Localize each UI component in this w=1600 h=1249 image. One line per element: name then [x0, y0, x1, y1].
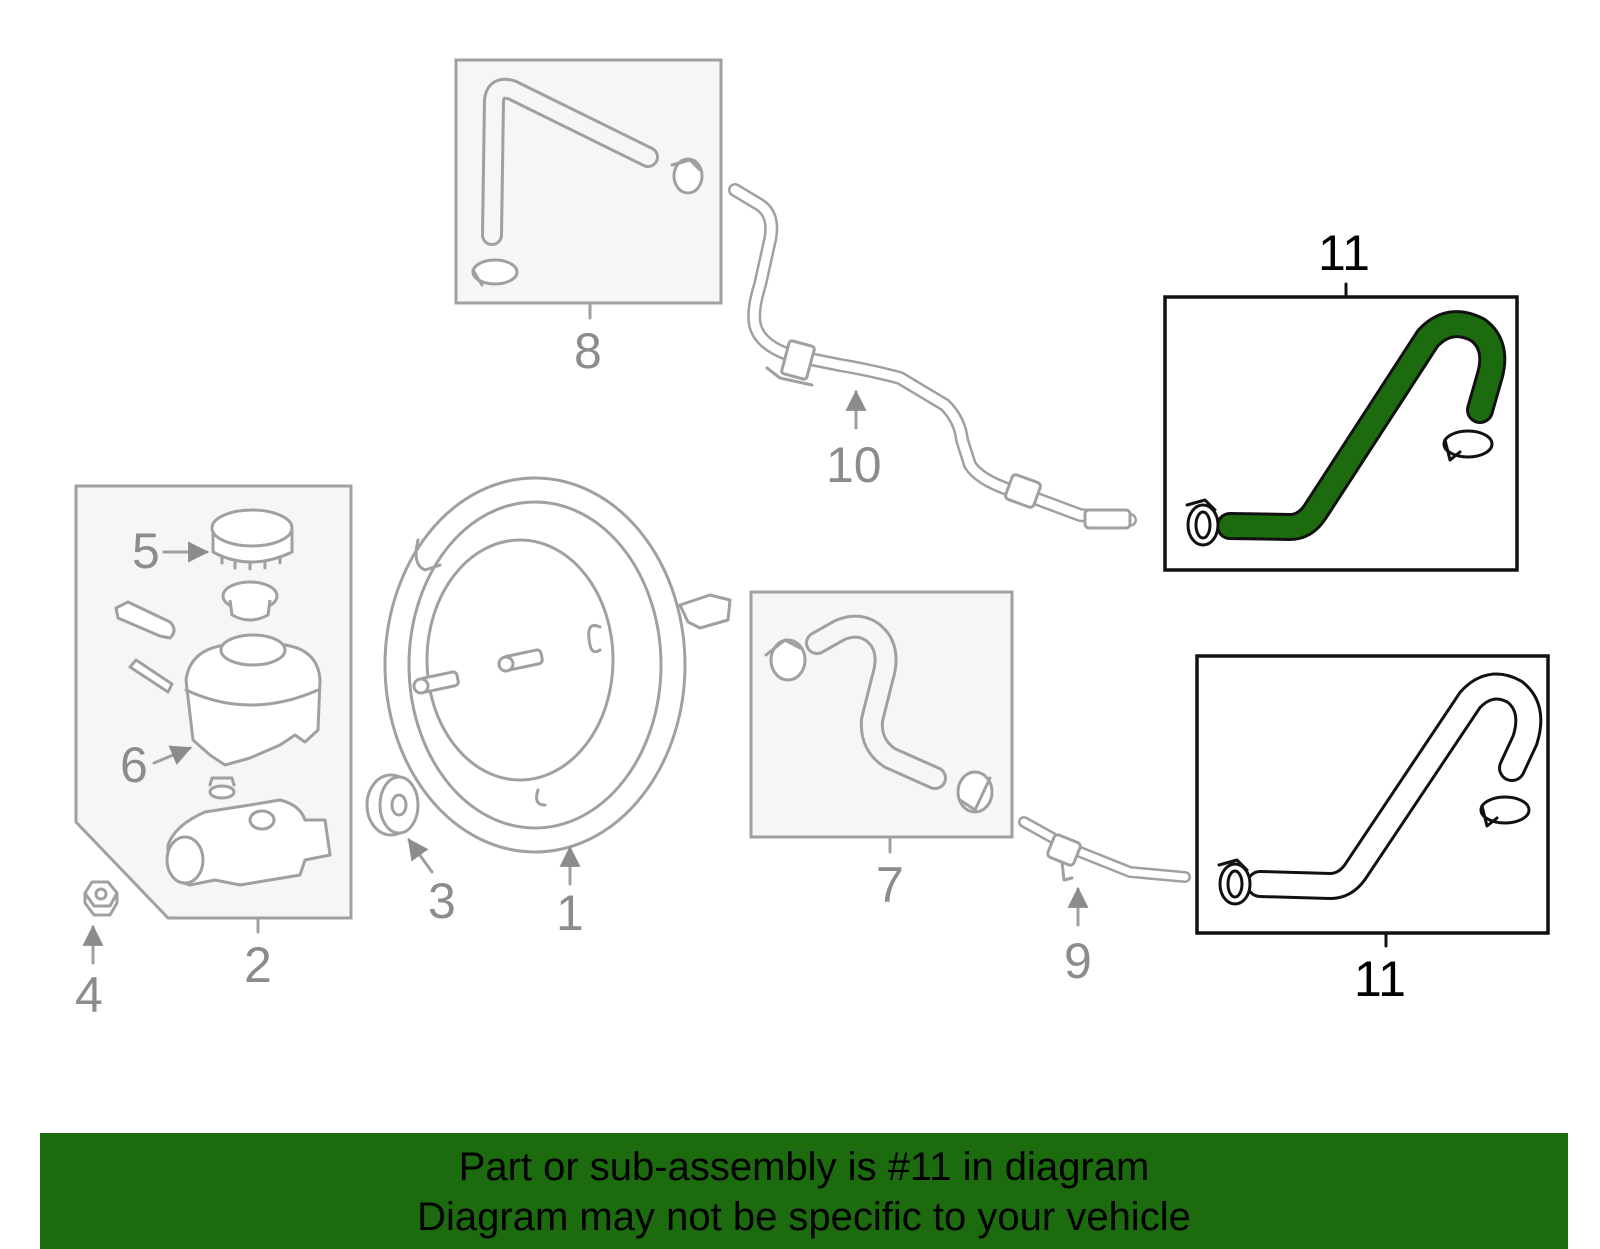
banner-line-1: Part or sub-assembly is #11 in diagram [458, 1145, 1150, 1189]
part-11-top-box[interactable] [1163, 295, 1519, 572]
callout-10[interactable]: 10 [826, 437, 882, 493]
callout-9[interactable]: 9 [1064, 933, 1092, 989]
part-1-brake-booster[interactable] [383, 476, 732, 854]
part-7-clamp-right [956, 770, 994, 814]
part-7-box[interactable] [749, 590, 1014, 839]
part-2-box[interactable] [74, 484, 353, 920]
callout-11-bottom[interactable]: 11 [1354, 951, 1406, 1007]
part-11-bottom-box[interactable] [1195, 654, 1550, 935]
info-banner: Part or sub-assembly is #11 in diagram D… [40, 1133, 1568, 1249]
callout-2[interactable]: 2 [244, 937, 272, 993]
part-3-seal[interactable] [365, 773, 420, 837]
part-11-top-clamp-right [1442, 429, 1494, 459]
callout-6[interactable]: 6 [120, 737, 148, 793]
callout-11-top[interactable]: 11 [1318, 225, 1370, 281]
part-10-tube[interactable] [728, 183, 1137, 530]
part-9-valve[interactable] [1018, 816, 1191, 883]
part-4-nut[interactable] [83, 880, 119, 917]
callout-5[interactable]: 5 [132, 523, 160, 579]
part-8-box[interactable] [454, 58, 723, 305]
callout-1[interactable]: 1 [556, 885, 584, 941]
callout-3[interactable]: 3 [428, 873, 456, 929]
callout-7[interactable]: 7 [876, 857, 904, 913]
banner-line-2: Diagram may not be specific to your vehi… [417, 1195, 1191, 1239]
part-6-reservoir[interactable] [184, 633, 322, 767]
callout-8[interactable]: 8 [574, 323, 602, 379]
callout-4[interactable]: 4 [75, 967, 103, 1023]
part-11-bottom-clamp-right [1479, 795, 1531, 825]
part-5-reservoir-cap[interactable] [210, 508, 294, 571]
